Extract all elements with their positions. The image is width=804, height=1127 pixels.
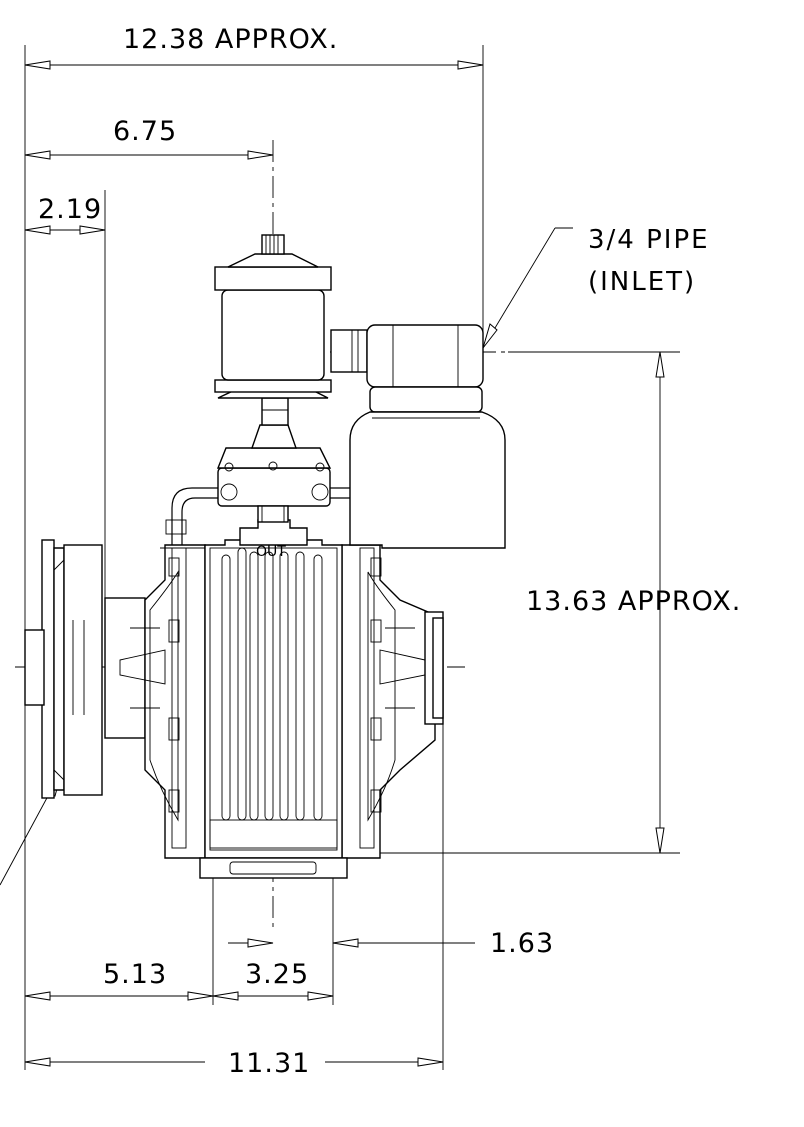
dimension-labels: 12.38 APPROX. 6.75 2.19 3/4 PIPE (INLET)… <box>38 24 741 1079</box>
inlet-label-line2: (INLET) <box>588 267 696 297</box>
dim-overall-width: 12.38 APPROX. <box>123 24 338 55</box>
dim-height: 13.63 APPROX. <box>526 586 741 617</box>
dim-to-centerline: 6.75 <box>113 116 177 147</box>
drive-pulley <box>24 539 103 799</box>
pump-body: OUT <box>24 234 506 879</box>
dim-right-offset: 1.63 <box>490 928 554 959</box>
dim-base-width: 11.31 <box>228 1048 310 1079</box>
inlet-label-line1: 3/4 PIPE <box>588 225 710 255</box>
dim-left-to-foot: 5.13 <box>103 959 167 990</box>
dim-foot-width: 3.25 <box>245 959 309 990</box>
dim-pulley-offset: 2.19 <box>38 194 102 225</box>
outlet-label: OUT <box>256 544 286 560</box>
dimension-arrows <box>24 60 665 1067</box>
